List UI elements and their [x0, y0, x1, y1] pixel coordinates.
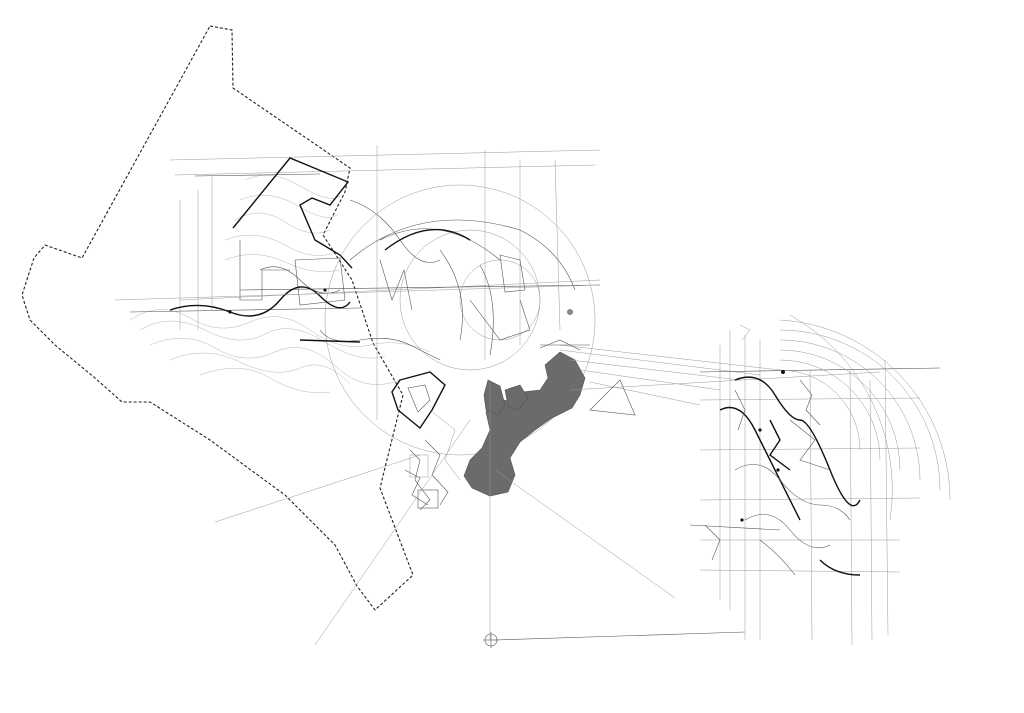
geometric-arcs: [324, 184, 596, 456]
shadow-mass: [463, 351, 586, 497]
shadow-mass-fragment: [483, 379, 506, 416]
marker-dots: [228, 288, 785, 522]
shadow-mass-fragment-2: [504, 384, 529, 411]
projection-lines: [114, 284, 881, 646]
building-plan: [232, 157, 446, 430]
stair-fragments: [404, 409, 461, 511]
sketch-scribbles-upper: [169, 199, 441, 361]
terrain-texture: [129, 174, 431, 393]
site-boundary: [21, 25, 414, 611]
right-section-drawing: [689, 314, 951, 646]
crosshair-marker: [483, 632, 499, 648]
construction-lines-upper: [129, 145, 601, 420]
